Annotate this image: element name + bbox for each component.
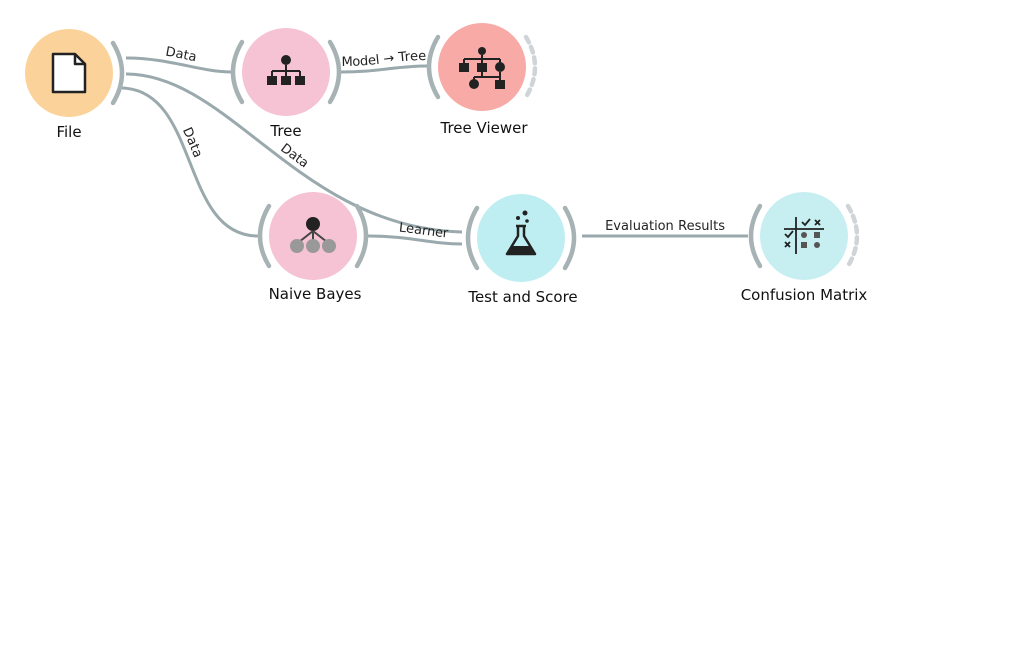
flask-icon xyxy=(505,210,537,256)
tree-icon xyxy=(267,55,305,85)
link-label-file-tree: Data xyxy=(164,45,198,66)
link-label-test-confusion: Evaluation Results xyxy=(605,219,725,234)
node-test-and-score-circle xyxy=(477,194,565,282)
node-tree[interactable]: Tree xyxy=(230,28,342,140)
node-test-and-score[interactable]: Test and Score xyxy=(465,194,578,306)
node-confusion-matrix[interactable]: Confusion Matrix xyxy=(741,192,868,304)
output-anchor-confusion-matrix[interactable] xyxy=(845,203,860,269)
node-naive-bayes-label: Naive Bayes xyxy=(269,285,362,303)
node-test-and-score-label: Test and Score xyxy=(467,288,577,306)
node-naive-bayes[interactable]: Naive Bayes xyxy=(257,192,369,303)
node-file[interactable]: File xyxy=(25,29,125,141)
output-anchor-tree-viewer[interactable] xyxy=(523,34,538,100)
node-tree-viewer-label: Tree Viewer xyxy=(439,119,528,137)
output-anchor-test-and-score[interactable] xyxy=(562,205,577,271)
link-bayes-test[interactable]: Learner xyxy=(366,221,464,246)
confusion-matrix-icon xyxy=(784,217,824,254)
input-anchor-tree-viewer[interactable] xyxy=(426,34,441,100)
document-icon xyxy=(51,52,87,94)
output-anchor-file[interactable] xyxy=(110,40,125,106)
input-anchor-test-and-score[interactable] xyxy=(465,205,480,271)
output-anchor-tree[interactable] xyxy=(327,39,342,105)
link-label-bayes-test: Learner xyxy=(398,221,449,242)
link-test-confusion[interactable]: Evaluation Results xyxy=(580,219,750,238)
naive-bayes-icon xyxy=(290,217,336,253)
input-anchor-confusion-matrix[interactable] xyxy=(748,203,763,269)
tree-viewer-icon xyxy=(459,47,505,89)
input-anchor-tree[interactable] xyxy=(230,39,245,105)
link-file-bayes[interactable]: Data xyxy=(120,86,260,238)
node-confusion-matrix-label: Confusion Matrix xyxy=(741,286,868,304)
node-tree-label: Tree xyxy=(269,122,301,140)
node-file-label: File xyxy=(56,123,81,141)
input-anchor-naive-bayes[interactable] xyxy=(257,203,272,269)
link-file-tree[interactable]: Data xyxy=(124,45,234,74)
node-tree-viewer[interactable]: Tree Viewer xyxy=(426,23,538,137)
link-tree-viewer[interactable]: Model → Tree xyxy=(339,49,429,74)
output-anchor-naive-bayes[interactable] xyxy=(354,203,369,269)
